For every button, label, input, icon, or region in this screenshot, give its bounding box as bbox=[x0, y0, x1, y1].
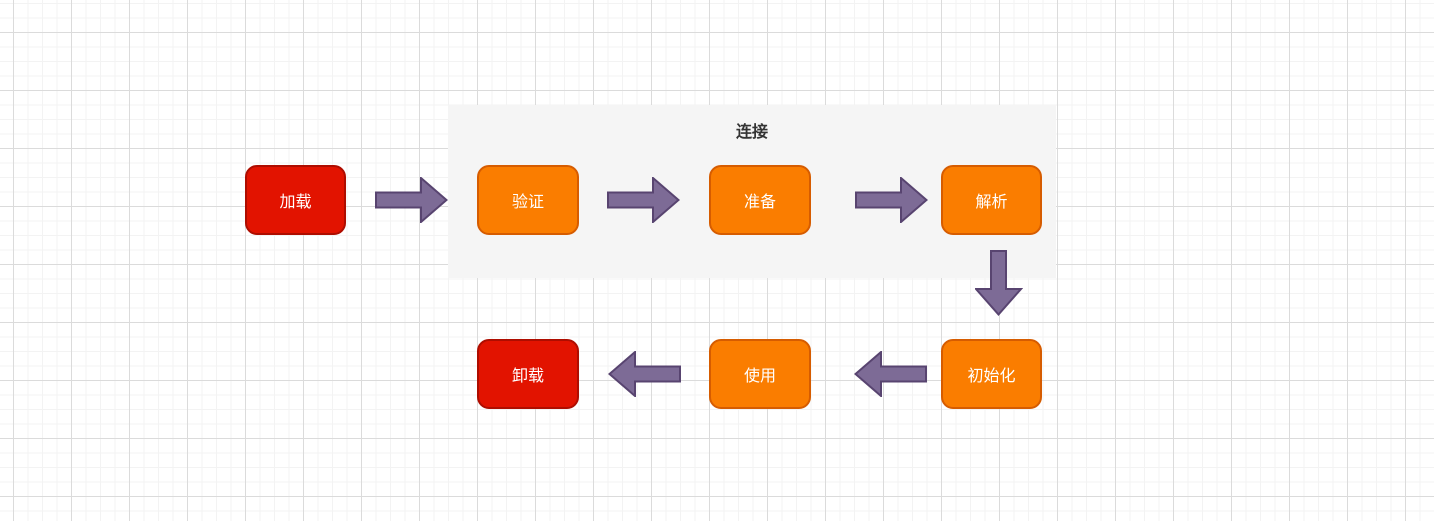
arrow-left-icon bbox=[854, 351, 927, 397]
node-initialize[interactable]: 初始化 bbox=[941, 339, 1042, 409]
arrow-right-icon bbox=[607, 177, 680, 223]
node-use-label: 使用 bbox=[743, 368, 776, 385]
arrow-right-icon bbox=[855, 177, 928, 223]
node-verify-label: 验证 bbox=[511, 194, 544, 211]
node-initialize-label: 初始化 bbox=[967, 368, 1016, 385]
arrow-right-icon bbox=[375, 177, 448, 223]
node-unload[interactable]: 卸载 bbox=[477, 339, 579, 409]
node-prepare-label: 准备 bbox=[743, 194, 776, 211]
node-load[interactable]: 加载 bbox=[245, 165, 346, 235]
node-verify[interactable]: 验证 bbox=[477, 165, 579, 235]
edge-verify-to-prepare[interactable] bbox=[607, 177, 680, 223]
node-resolve[interactable]: 解析 bbox=[941, 165, 1042, 235]
node-unload-label: 卸载 bbox=[511, 368, 544, 385]
edge-use-to-unload[interactable] bbox=[608, 351, 681, 397]
edge-load-to-verify[interactable] bbox=[375, 177, 448, 223]
group-label: 连接 bbox=[735, 124, 768, 141]
node-load-label: 加载 bbox=[279, 194, 312, 211]
node-prepare[interactable]: 准备 bbox=[709, 165, 811, 235]
node-use[interactable]: 使用 bbox=[709, 339, 811, 409]
edge-initialize-to-use[interactable] bbox=[854, 351, 927, 397]
arrow-left-icon bbox=[608, 351, 681, 397]
edge-resolve-to-initialize[interactable] bbox=[975, 250, 1023, 316]
edge-prepare-to-resolve[interactable] bbox=[855, 177, 928, 223]
node-resolve-label: 解析 bbox=[975, 194, 1008, 211]
arrow-down-icon bbox=[975, 250, 1023, 316]
